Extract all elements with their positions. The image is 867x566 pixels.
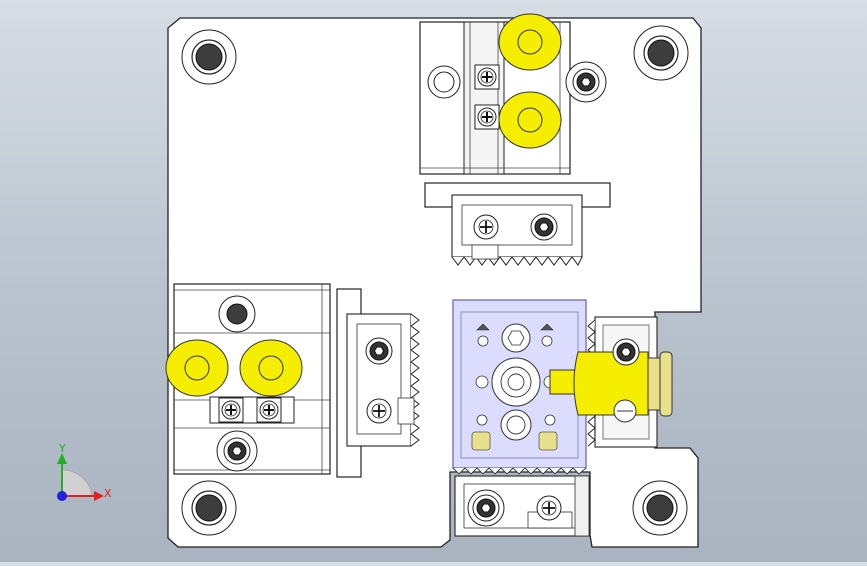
left-slide-cylinder — [165, 283, 331, 475]
mounting-hole-icon — [633, 25, 689, 81]
top-gripper-jaw — [451, 194, 583, 266]
y-axis-arrow — [57, 453, 67, 464]
hex-socket-screw-icon — [223, 437, 251, 465]
phillips-screw-icon — [474, 104, 500, 130]
hex-socket-screw-icon — [572, 68, 600, 96]
yellow-pad — [498, 13, 562, 71]
x-axis-arrow — [94, 491, 104, 501]
left-gripper-jaw — [346, 313, 420, 447]
hex-socket-screw-icon — [472, 494, 500, 522]
yellow-pad — [498, 91, 562, 149]
hex-socket-screw-icon — [530, 213, 558, 241]
phillips-screw-icon — [218, 397, 244, 423]
mounting-hole-icon — [181, 480, 237, 536]
yellow-pad — [165, 339, 229, 397]
x-axis-label: X — [104, 487, 112, 500]
bottom-mount-block — [454, 475, 590, 537]
yellow-pad — [239, 339, 303, 397]
mounting-hole-icon — [181, 29, 237, 85]
hex-socket-screw-icon — [365, 337, 393, 365]
y-axis-label: Y — [58, 442, 66, 455]
phillips-screw-icon — [474, 64, 500, 90]
phillips-screw-icon — [256, 397, 282, 423]
top-slide-cylinder — [419, 13, 607, 175]
mounting-hole-icon — [632, 480, 688, 536]
coordinate-triad: Y X — [57, 442, 112, 501]
hex-socket-screw-icon — [612, 338, 640, 366]
yellow-rotary-cylinder — [549, 338, 673, 423]
z-axis-dot — [57, 491, 67, 501]
